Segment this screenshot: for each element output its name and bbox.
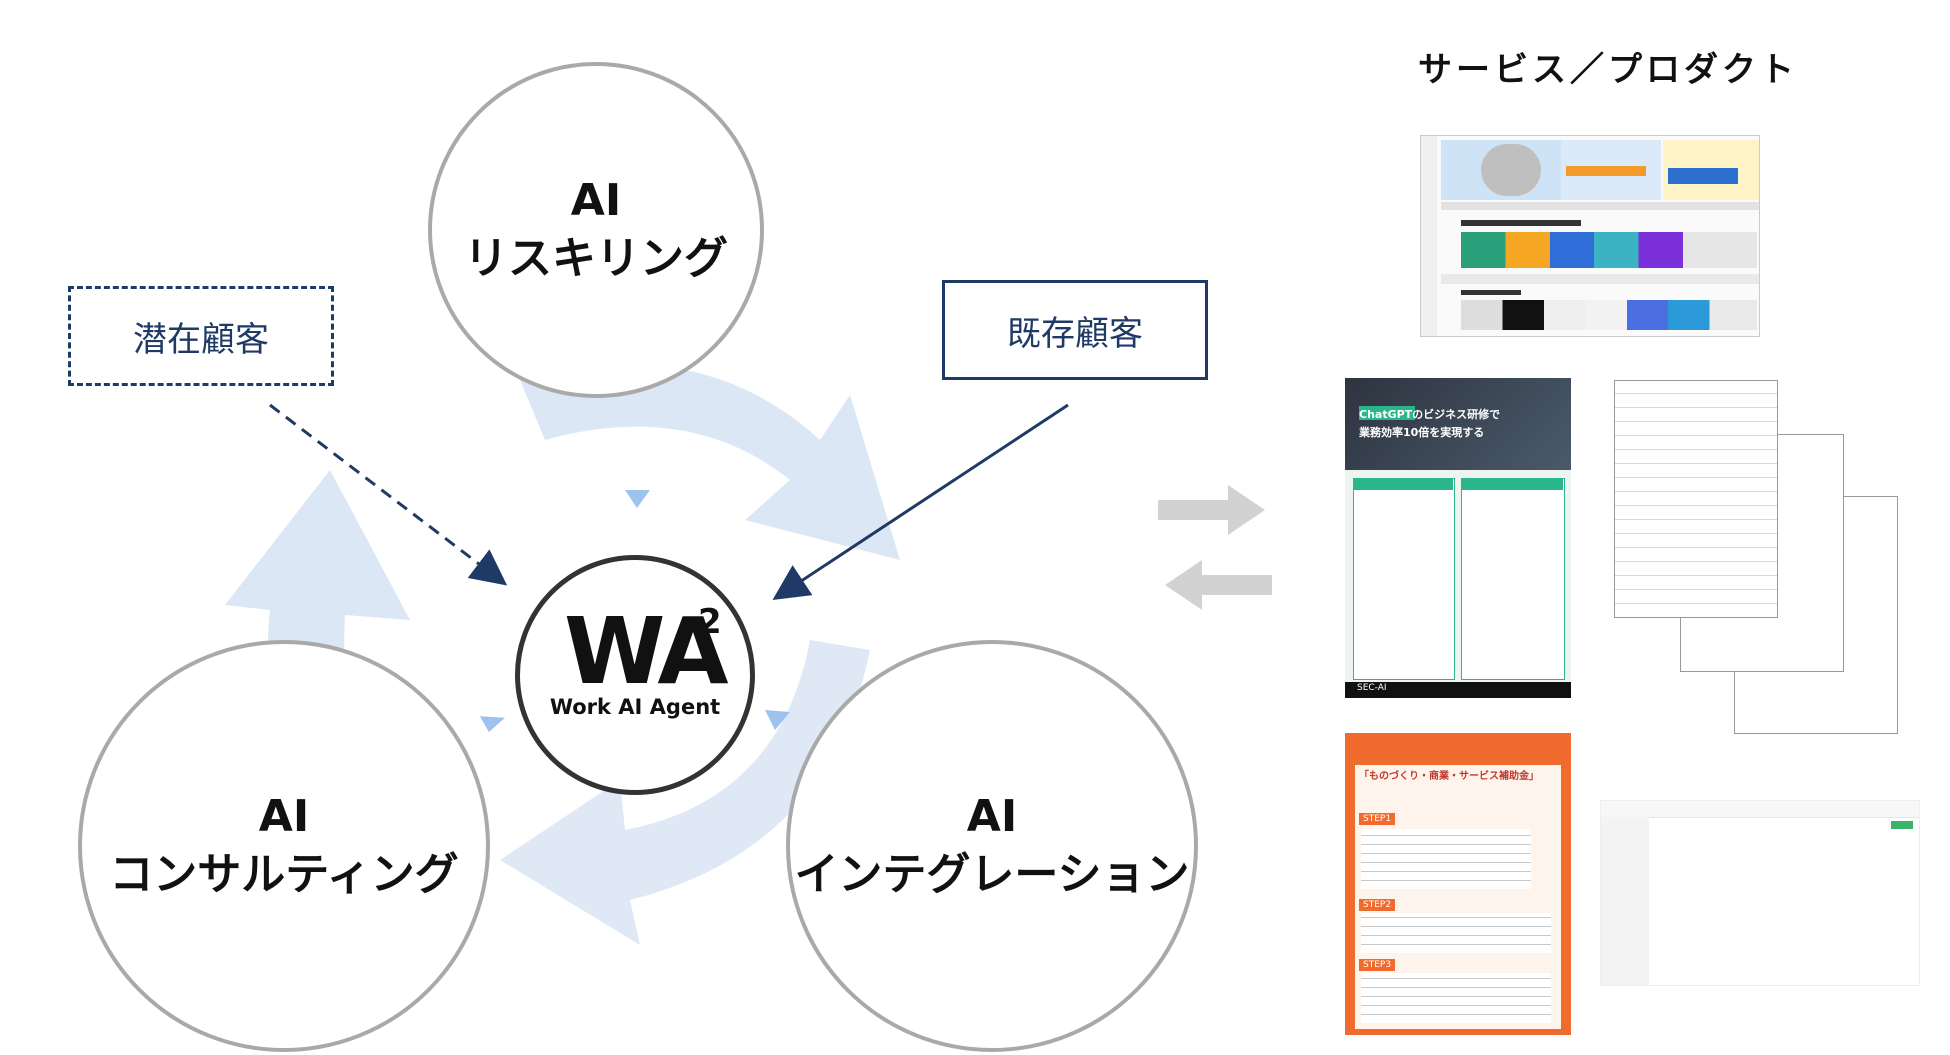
product-web-dashboard xyxy=(1600,800,1920,986)
products-heading: サービス／プロダクト xyxy=(1418,50,1798,90)
circle-label-line2: リスキリング xyxy=(464,233,728,284)
box-potential-customers: 潜在顧客 xyxy=(68,286,334,386)
subsidy-step1: STEP1 xyxy=(1359,813,1396,825)
circle-label-line1: AI xyxy=(258,791,310,842)
circle-label-line2: インテグレーション xyxy=(794,849,1190,900)
box-label: 潜在顧客 xyxy=(133,319,269,360)
small-triangle-top xyxy=(625,490,650,508)
box-label: 既存顧客 xyxy=(1007,313,1143,354)
logo-wa: WA xyxy=(564,602,729,702)
product-subsidy-flyer: 「ものづくり・商業・サービス補助金」 STEP1 STEP2 STEP3 xyxy=(1345,733,1571,1035)
product-chatgpt-flyer: ChatGPTのビジネス研修で 業務効率10倍を実現する SEC-AI xyxy=(1345,378,1571,698)
product-web-portal xyxy=(1420,135,1760,337)
product-document-forms xyxy=(1610,378,1900,738)
arrow-left-icon xyxy=(1165,560,1272,610)
small-triangle-left xyxy=(479,716,505,733)
box-existing-customers: 既存顧客 xyxy=(942,280,1208,380)
circle-ai-reskilling: AI リスキリング xyxy=(428,62,764,398)
logo-subtitle: Work AI Agent xyxy=(549,695,721,719)
logo-main-text: WA xyxy=(564,598,729,705)
logo-superscript: 2 xyxy=(698,602,722,642)
subsidy-headline: 「ものづくり・商業・サービス補助金」 xyxy=(1359,771,1539,782)
subsidy-step3: STEP3 xyxy=(1359,959,1396,971)
circle-ai-consulting: AI コンサルティング xyxy=(78,640,490,1052)
center-logo-circle: WA 2 Work AI Agent xyxy=(515,555,755,795)
circle-label-line2: コンサルティング xyxy=(109,849,459,900)
subsidy-step2: STEP2 xyxy=(1359,899,1396,911)
cycle-arrow-bottom xyxy=(500,640,870,945)
circle-label-line1: AI xyxy=(966,791,1018,842)
arrow-right-icon xyxy=(1158,485,1265,535)
small-triangle-right xyxy=(765,710,790,730)
flyer-title-2: 業務効率10倍を実現する xyxy=(1359,426,1485,439)
circle-label-line1: AI xyxy=(570,175,622,226)
circle-ai-integration: AI インテグレーション xyxy=(786,640,1198,1052)
exchange-arrows xyxy=(1158,485,1272,610)
cycle-arrow-top-right xyxy=(520,364,900,560)
flyer-footer: SEC-AI xyxy=(1357,683,1387,693)
flyer-title-1: ChatGPTのビジネス研修で xyxy=(1359,408,1501,421)
arrow-potential-to-center xyxy=(269,403,1069,733)
